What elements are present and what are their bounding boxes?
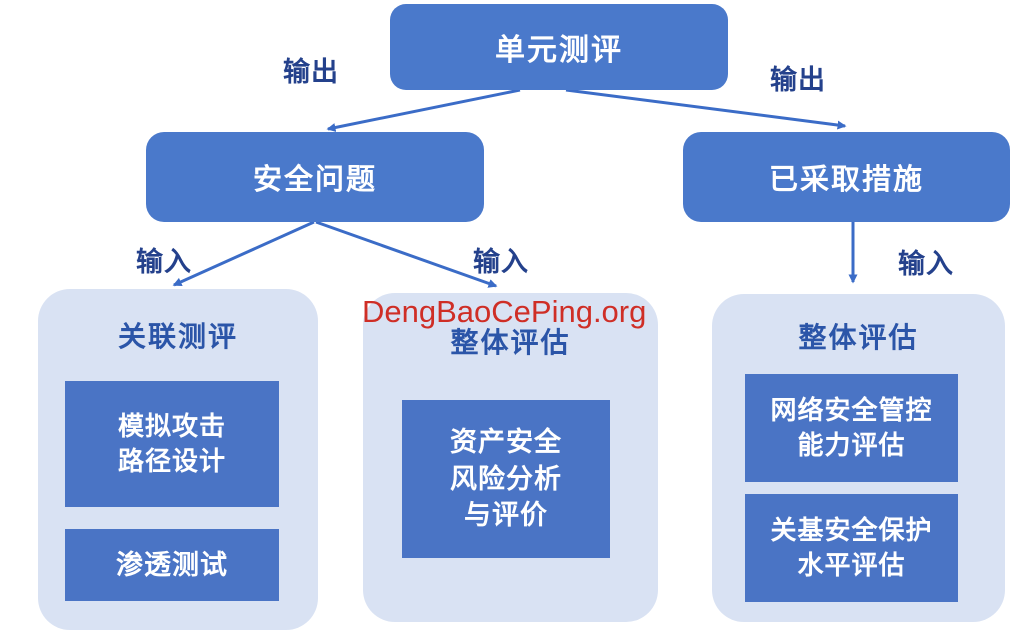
subnode-network-security-control-capability: 网络安全管控 能力评估 xyxy=(745,374,958,482)
node-security-issues: 安全问题 xyxy=(146,132,484,222)
edge-label-output-left: 输出 xyxy=(283,57,339,87)
subnode-line: 风险分析 xyxy=(450,463,562,494)
subnode-critical-infrastructure-protection-level: 关基安全保护 水平评估 xyxy=(745,494,958,602)
group-title: 整体评估 xyxy=(798,322,919,353)
subnode-line: 关基安全保护 xyxy=(770,514,933,545)
edge-label-output-right: 输出 xyxy=(770,65,826,95)
subnode-line: 渗透测试 xyxy=(116,549,228,580)
subnode-line: 水平评估 xyxy=(797,550,906,580)
edge-label-input-middle: 输入 xyxy=(473,247,529,277)
group-title: 关联测评 xyxy=(117,321,238,352)
arrow-security-issues-to-correlation xyxy=(172,220,315,287)
arrow-unit-to-security-issues xyxy=(326,88,521,132)
subnode-line: 模拟攻击 xyxy=(117,410,226,441)
group-overall-assessment-middle: 整体评估 资产安全 风险分析 与评价 xyxy=(363,293,658,622)
subnode-simulated-attack-path-design: 模拟攻击 路径设计 xyxy=(65,381,279,507)
node-measures-taken: 已采取措施 xyxy=(683,132,1010,222)
subnode-line: 路径设计 xyxy=(117,446,226,476)
edge-label-input-right: 输入 xyxy=(898,249,954,279)
group-title: 整体评估 xyxy=(450,327,571,358)
arrow-security-issues-to-overall xyxy=(315,220,498,288)
group-overall-assessment-right: 整体评估 网络安全管控 能力评估 关基安全保护 水平评估 xyxy=(712,294,1005,622)
subnode-penetration-testing: 渗透测试 xyxy=(65,529,279,601)
node-unit-evaluation: 单元测评 xyxy=(390,4,728,90)
edge-label-input-left: 输入 xyxy=(136,247,192,277)
watermark-text: DengBaoCePing.org xyxy=(362,294,647,329)
subnode-line: 资产安全 xyxy=(450,427,562,458)
subnode-asset-security-risk-analysis: 资产安全 风险分析 与评价 xyxy=(402,400,610,558)
subnode-line: 能力评估 xyxy=(797,430,906,460)
subnode-line: 网络安全管控 xyxy=(770,394,933,425)
subnode-line: 与评价 xyxy=(464,500,548,531)
group-correlation-evaluation: 关联测评 模拟攻击 路径设计 渗透测试 xyxy=(38,289,318,630)
